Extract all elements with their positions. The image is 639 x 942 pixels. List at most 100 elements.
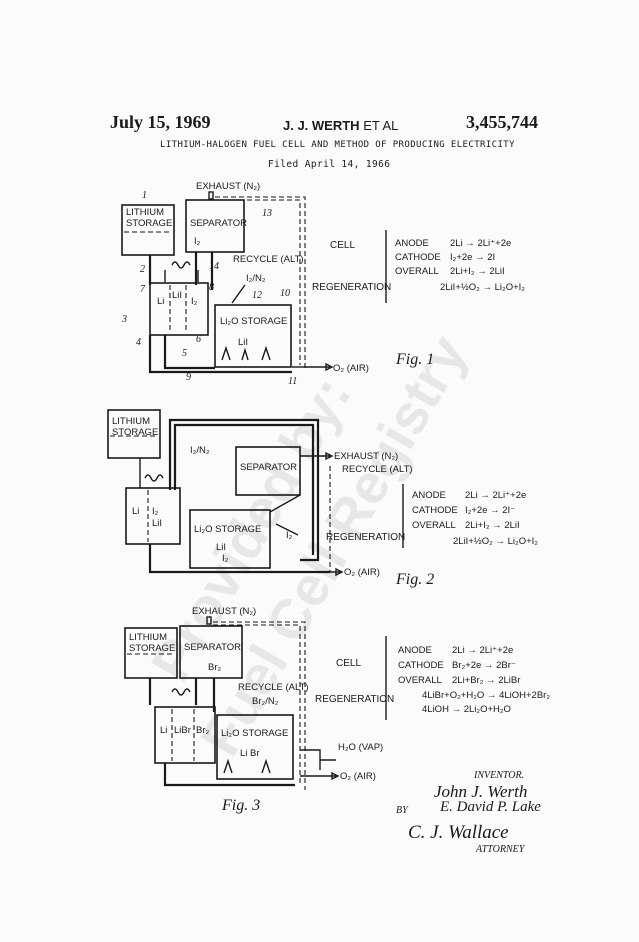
fig1-sep-i2: I₂ <box>194 236 201 247</box>
fig2-separator <box>235 446 301 496</box>
fig1-ref-4: 4 <box>136 337 141 348</box>
fig1-r0-eq: 2Li → 2Li⁺+2e <box>450 238 511 249</box>
fig1-caption: Fig. 1 <box>395 351 434 368</box>
fig1-r3-eq: 2LiI+½O₂ → Li₂O+I₂ <box>440 282 525 293</box>
fig3-br2n2: Br₂/N₂ <box>252 696 279 707</box>
fig2-r2-eq: 2Li+I₂ → 2LiI <box>465 520 520 531</box>
fig1-o2-arrow <box>305 362 334 372</box>
fig3-r2-name: OVERALL <box>398 675 442 686</box>
fig1-leads <box>164 270 199 282</box>
fig2-li2o-storage <box>189 509 271 569</box>
fig1-ls-text2: STORAGE <box>126 218 172 229</box>
signature-block: INVENTOR. John J. Werth BY E. David P. L… <box>396 770 541 855</box>
fig3-r2-eq: 2Li+Br₂ → 2LiBr <box>452 675 520 686</box>
fig2-loop-pipe-inner <box>173 423 315 555</box>
fig2-caption: Fig. 2 <box>395 571 434 588</box>
fig1-arrow <box>231 284 246 304</box>
fig1-recycle-line <box>215 196 306 370</box>
patent-author: J. J. WERTH ET AL <box>283 118 398 133</box>
figure-3: EXHAUST (N₂) LITHIUM STORAGE SEPARATOR B… <box>124 606 550 814</box>
fig2-storage-lii: LiI <box>216 542 226 553</box>
fig1-ref-2: 2 <box>140 264 145 275</box>
fig3-o2air: O₂ (AIR) <box>340 771 376 782</box>
fig2-r2-name: OVERALL <box>412 520 456 531</box>
fig2-r3-eq: 2LiI+½O₂ → Li₂O+I₂ <box>453 536 538 547</box>
fig3-cell-li: Li <box>160 725 167 736</box>
fig1-cell-lii: LiI <box>172 290 182 301</box>
fig3-r3-eq: 4LiBr+O₂+H₂O → 4LiOH+2Br₂ <box>422 690 550 701</box>
fig2-cell-lii: LiI <box>152 518 162 529</box>
fig1-ref-14: 14 <box>209 261 219 272</box>
fig2-cell-li: Li <box>132 506 139 517</box>
fig1-storage-lii: LiI <box>238 337 248 348</box>
fig3-separator-text: SEPARATOR <box>184 642 241 653</box>
fig3-ls-text2: STORAGE <box>129 643 175 654</box>
fig1-ref-1: 1 <box>142 190 147 201</box>
fig3-bubbles <box>223 758 271 774</box>
fig3-recycle: RECYCLE (ALT) <box>238 682 309 693</box>
fig1-ref-13: 13 <box>262 208 272 219</box>
fig3-h2o: H₂O (VAP) <box>338 742 383 753</box>
fig1-resistor <box>171 261 191 269</box>
fig1-ref-11: 11 <box>288 376 297 387</box>
fig1-lithium-storage <box>121 204 175 256</box>
fig3-r1-eq: Br₂+2e → 2Br⁻ <box>452 660 516 671</box>
fig2-i2: I₂ <box>286 530 293 541</box>
fig1-ref-6: 6 <box>196 334 201 345</box>
fig1-i2n2: I₂/N₂ <box>246 273 266 284</box>
fig1-cell <box>149 282 209 336</box>
fig2-r1-name: CATHODE <box>412 505 458 516</box>
fig1-exhaust-nozzle <box>208 191 214 200</box>
fig1-separator-text: SEPARATOR <box>190 218 247 229</box>
fig1-o2air: O₂ (AIR) <box>333 363 369 374</box>
fig2-regen-label: REGENERATION <box>326 532 405 543</box>
fig3-r1-name: CATHODE <box>398 660 444 671</box>
fig3-storage-libr: Li Br <box>240 748 260 759</box>
fig1-ref-3: 3 <box>121 314 127 325</box>
patent-filed: Filed April 14, 1966 <box>268 159 391 170</box>
fig2-r0-eq: 2Li → 2Li⁺+2e <box>465 490 526 501</box>
fig3-r4-eq: 4LiOH → 2Li₂O+H₂O <box>422 704 511 715</box>
fig1-ref-10: 10 <box>280 288 290 299</box>
fig2-exhaust-arrow <box>300 451 334 461</box>
fig1-r2-eq: 2Li+I₂ → 2LiI <box>450 266 505 277</box>
fig3-bottom-pipe <box>163 763 295 787</box>
fig1-bubbles <box>221 345 271 361</box>
fig2-o2-arrow <box>315 567 344 577</box>
fig3-cell <box>154 706 216 764</box>
fig3-recycle-line-inner <box>213 624 301 785</box>
fig2-storage-label: Li₂O STORAGE <box>194 524 261 535</box>
fig1-ref-12: 12 <box>252 290 262 301</box>
patent-title: LITHIUM-HALOGEN FUEL CELL AND METHOD OF … <box>160 140 515 150</box>
fig3-h2o-pipe <box>300 749 336 770</box>
fig2-pipe-connectors <box>269 494 301 536</box>
fig1-storage-label: Li₂O STORAGE <box>220 316 287 327</box>
attorney-signature: C. J. Wallace <box>408 822 509 843</box>
fig2-resistor <box>144 474 164 482</box>
figure-2: LITHIUM STORAGE I₂/N₂ SEPARATOR EXHAUST … <box>107 409 538 588</box>
fig2-recycle: RECYCLE (ALT) <box>342 464 413 475</box>
fig3-cell-br2: Br₂ <box>196 725 210 736</box>
fig1-ls-text1: LITHIUM <box>126 207 164 218</box>
fig3-r0-name: ANODE <box>398 645 432 656</box>
fig3-li2o-storage <box>216 714 294 780</box>
fig1-r1-eq: I₂+2e → 2I <box>450 252 495 263</box>
fig1-cell-label: CELL <box>330 240 355 251</box>
fig2-r0-name: ANODE <box>412 490 446 501</box>
fig1-separator <box>185 199 245 253</box>
inventor-2-signature: E. David P. Lake <box>439 799 541 815</box>
fig3-sep-br2: Br₂ <box>208 662 222 673</box>
fig1-r2-name: OVERALL <box>395 266 439 277</box>
fig2-separator-text: SEPARATOR <box>240 462 297 473</box>
fig1-exhaust-label: EXHAUST (N₂) <box>196 181 260 192</box>
patent-number: 3,455,744 <box>466 112 538 132</box>
fig3-o2-arrow <box>300 771 340 781</box>
fig3-ls-text1: LITHIUM <box>129 632 167 643</box>
fig1-ref-8: 8 <box>209 282 214 293</box>
fig2-storage-i2: I₂ <box>222 553 229 564</box>
fig1-li2o-storage <box>214 304 292 368</box>
fig3-exhaust-label: EXHAUST (N₂) <box>192 606 256 617</box>
fig3-cell-libr: LiBr <box>174 725 191 736</box>
fig2-cell-i2: I₂ <box>152 506 159 517</box>
fig1-recycle: RECYCLE (ALT) <box>233 254 304 265</box>
